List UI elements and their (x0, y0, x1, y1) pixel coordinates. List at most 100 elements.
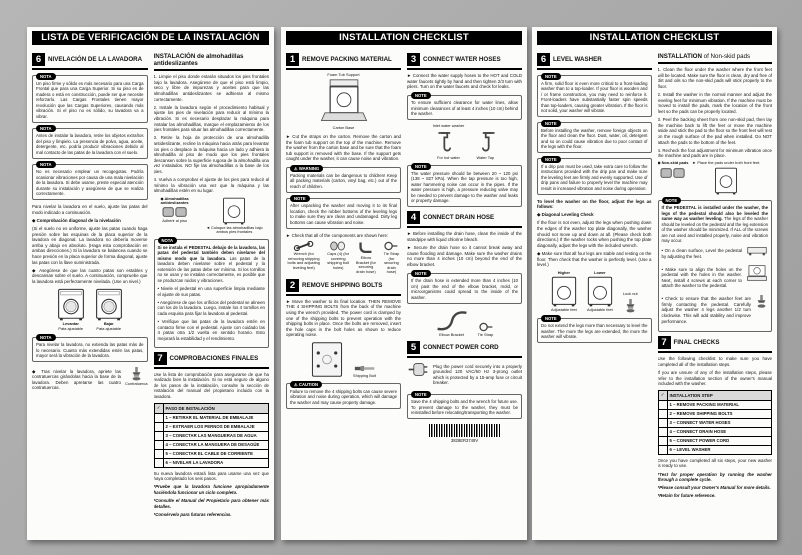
figure-label: Pata ajustable (96, 326, 122, 332)
figure-label: Water Tap (476, 154, 495, 160)
caution-box: ⚠ CAUTION Failure to remove the 4 shippi… (286, 380, 401, 409)
checklist-step: 3 – CONECTAR LAS MANGUERAS DE AGUA (162, 430, 269, 441)
figure-label: Pata ajustable (58, 326, 84, 332)
pedestal-note-en: NOTE If the PEDESTAL is installed under … (657, 197, 772, 333)
washer-front-diagram (57, 288, 84, 320)
checkbox-cell (153, 421, 164, 432)
paragraph: 3. Retire la hoja de protección de una a… (153, 135, 270, 174)
leg-adjust-diagram (757, 294, 766, 308)
tie-strap-wrap: Tie Strap (478, 322, 494, 337)
checklist-row: 5 – CONECTAR EL CABLE DE CORRIENTE (153, 448, 269, 459)
figure-label: Adjustable feet (551, 307, 577, 313)
footnote: *Consulte el Manual del Propietario para… (153, 498, 270, 509)
section-6-header-es: 6 NIVELACIÓN DE LA LAVADORA (32, 53, 148, 70)
wrench-icon (293, 241, 314, 252)
pedestal-bullet: • Verifique que las patas de la lavadora… (157, 319, 266, 341)
checklist-row: 3 – CONNECT WATER HOSES (657, 417, 772, 428)
checkbox-cell (657, 399, 668, 410)
packing-figure: Foam Tub Support Carton Base (286, 72, 401, 131)
es-columns: 6 NIVELACIÓN DE LA LAVADORA NOTA Un piso… (32, 49, 269, 534)
note-tag: NOTE (411, 270, 431, 278)
en1-columns: 1 REMOVE PACKING MATERIAL Foam Tub Suppo… (286, 49, 522, 534)
section-3-header: 3 CONNECT WATER HOSES (407, 53, 522, 70)
warning-label: WARNING (298, 165, 320, 171)
figure-label: For hot water (437, 154, 460, 160)
final-checklist-es: ✓ PASO DE INSTALACIÓN 1 – RETIRAR EL MAT… (153, 402, 270, 468)
section-1-header: 1 REMOVE PACKING MATERIAL (286, 53, 401, 70)
checklist-header: INSTALLATION STEP (666, 389, 772, 401)
pedestal-note-es: NOTA Si se instala el PEDESTAL debajo de… (153, 236, 269, 348)
es-col-1: 6 NIVELACIÓN DE LA LAVADORA NOTA Un piso… (32, 49, 148, 534)
section-title: COMPROBACIONES FINALES (169, 354, 259, 362)
figure-label: Elbow Bracket (for securing drain hose) (355, 255, 376, 274)
paragraph: ► Cut the straps on the carton. Remove t… (286, 133, 401, 162)
tie-strap-icon (384, 241, 398, 251)
figure-label: Adherir al piso (162, 218, 188, 224)
washer-bottom-figure: ◄ Coloque las almohadillas bajo ambos pi… (200, 197, 269, 235)
figure-label: Higher (557, 269, 571, 275)
warning-icon: ⚠ (294, 165, 299, 171)
en2-columns: 6 LEVEL WASHER NOTE A firm, solid floor … (537, 49, 772, 534)
en2-col-1: 6 LEVEL WASHER NOTE A firm, solid floor … (537, 49, 652, 534)
note-box: NOTE If a drip pan must be used, take ex… (537, 155, 652, 195)
checklist-step: 1 – REMOVE PACKING MATERIAL (666, 399, 772, 410)
paragraph: Once you have completed all six steps, y… (657, 457, 773, 469)
washer-front-diagram (587, 277, 613, 307)
checkbox-cell (657, 435, 668, 446)
figure-label: Adjustable feet (587, 307, 613, 313)
checkbox-cell (657, 408, 668, 419)
lock-nut-diagram (626, 298, 635, 313)
checklist-row: 2 – REMOVE SHIPPING BOLTS (657, 408, 772, 419)
note-text: If a drip pan must be used, take extra c… (541, 163, 648, 191)
section-title: CONNECT POWER CORD (423, 344, 499, 352)
note-tag: NOTE (290, 195, 310, 203)
note-text: To ensure sufficient clearance for water… (411, 100, 518, 117)
section-title: CONNECT DRAIN HOSE (423, 214, 495, 222)
non-skid-pads-diagram (660, 168, 685, 178)
en2-col-2: INSTALLATION of Non-skid pads 1. Clean t… (657, 49, 773, 534)
section-number: 6 (537, 53, 550, 66)
note-tag: NOTE (411, 92, 431, 100)
checklist-row: 6 – NIVELAR LA LAVADORA (153, 457, 269, 468)
washer-front-diagram (223, 197, 246, 224)
pedestal-diagram (747, 246, 767, 256)
note-box: NOTE If the drain hose is extended more … (407, 270, 522, 304)
checklist-row: 1 – RETIRAR EL MATERIAL DE EMBALAJE (153, 412, 269, 423)
accessories-figure: Wrench (for removing shipping bolts and … (286, 241, 401, 274)
caution-icon: ⚠ (294, 381, 299, 387)
paragraph: Plug the power cord securely into a prop… (433, 363, 522, 386)
pads-figure: ◆ Almohadillas antideslizantes Adherir a… (154, 196, 196, 224)
footnote: *Please consult your Owner's Manual for … (657, 485, 771, 491)
figure-label: ◆ Non-skid pads (657, 160, 689, 166)
section-number: 6 (32, 53, 45, 66)
section-number: 3 (407, 53, 420, 66)
note-tag: NOTE (661, 197, 682, 205)
section-6-header: 6 LEVEL WASHER (537, 53, 652, 70)
power-cord-row: Plug the power cord securely into a prop… (407, 361, 522, 389)
note-box: NOTA No es necesario emplear un recogego… (32, 161, 148, 200)
pads-figure-row-en: ◆ Non-skid pads ► Place the pads under b… (657, 160, 773, 195)
footnote: *Test for proper operation by running th… (657, 471, 773, 483)
pedestal-step-1: • On a clean surface, Level the pedestal… (662, 246, 769, 262)
caps-item: Caps (4) (for covering shipping bolt hol… (326, 241, 349, 270)
section-number: 5 (407, 341, 420, 355)
paragraph: ◆ Tras nivelar la lavadora, apriete las … (32, 368, 121, 391)
paragraph: 2. Instale la lavadora según el procedim… (153, 104, 270, 133)
note-tag: NOTE (411, 391, 431, 399)
pedestal-bullet: • Asegúrese de que los orificios del ped… (157, 299, 266, 316)
checklist-step: 4 – CONECTAR LA MANGUERA DE DESAGÜE (162, 439, 269, 450)
elbow-bracket-icon (359, 242, 372, 254)
pads-figure-row: ◆ Almohadillas antideslizantes Adherir a… (154, 196, 270, 235)
figure-label: ► Place the pads under both front feet. (692, 160, 761, 166)
checklist-row: 4 – CONECTAR LA MANGUERA DE DESAGÜE (153, 439, 269, 450)
section-number: 2 (286, 278, 299, 292)
check-mark: ✓ (153, 402, 164, 414)
figure-label: Lower (594, 269, 606, 275)
leveling-figure-en: Higher Adjustable feet Lower Adjustable … (537, 269, 652, 313)
section-5-header: 5 CONNECT POWER CORD (407, 341, 522, 359)
note-text: The legs of the washer should be leveled… (661, 216, 769, 244)
figure-label: Carton Base (332, 125, 355, 131)
checkbox-cell (153, 412, 164, 423)
nonskid-title-main: INSTALLATION (657, 53, 702, 60)
